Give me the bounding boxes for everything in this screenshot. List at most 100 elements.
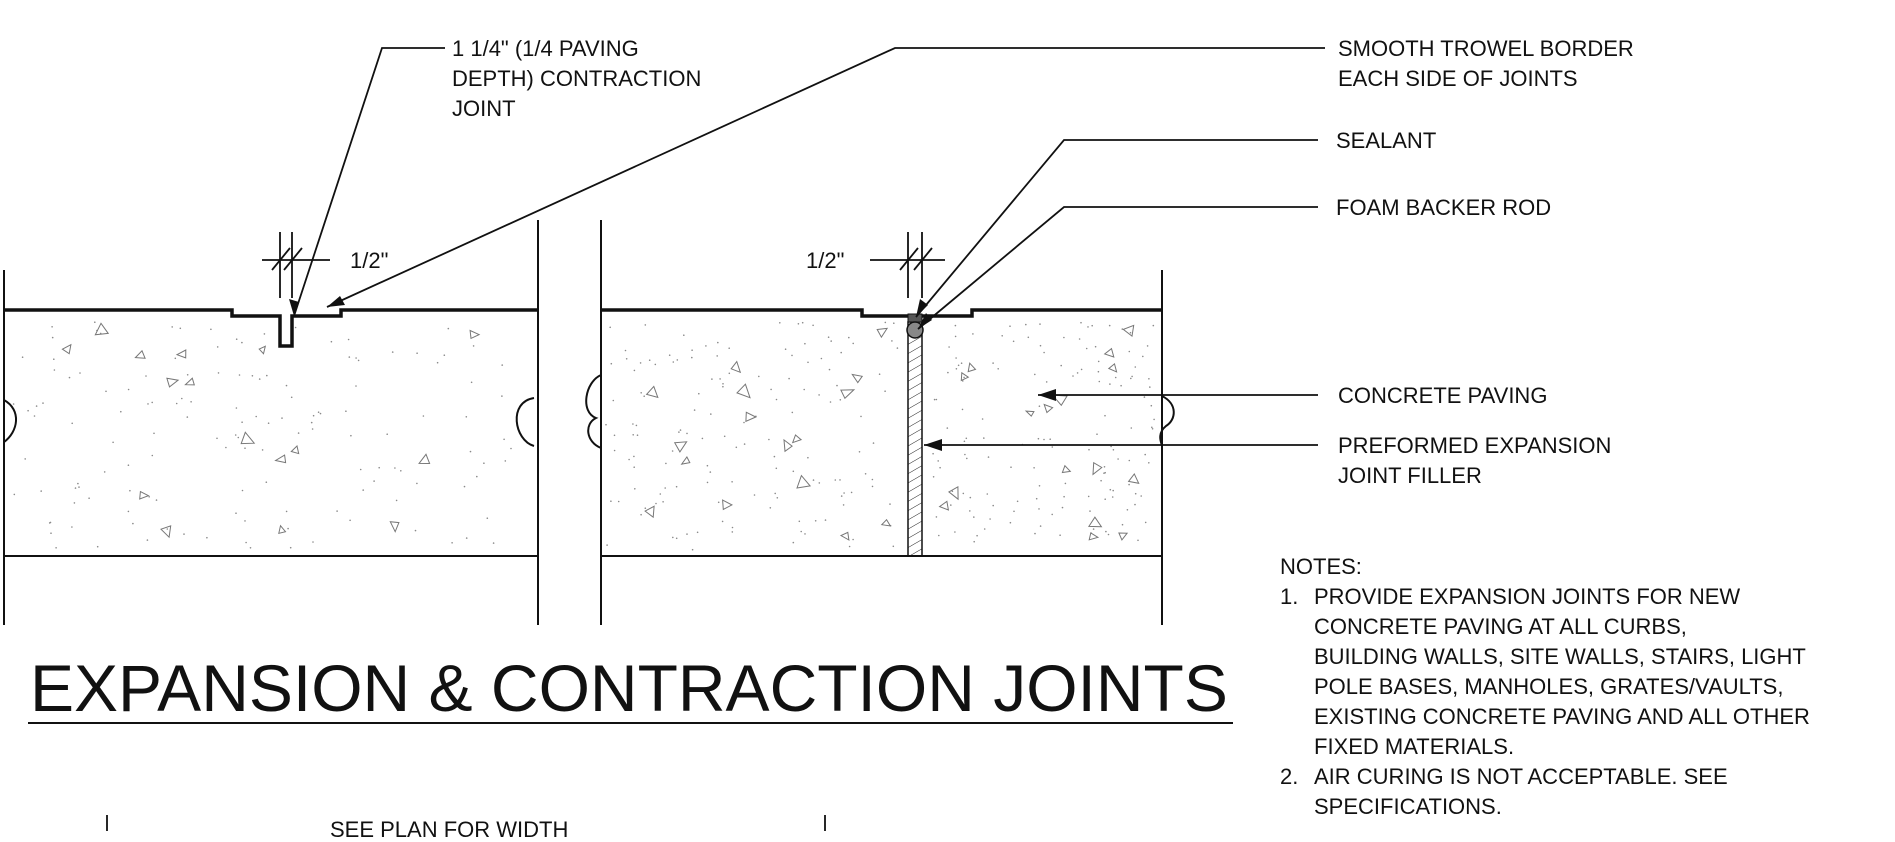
aggregate-stone — [1127, 472, 1140, 484]
aggregate-dot — [779, 322, 781, 324]
expansion-filler-callout: PREFORMED EXPANSION JOINT FILLER — [1338, 433, 1612, 488]
aggregate-dot — [1150, 404, 1153, 407]
aggregate-dot — [659, 493, 662, 495]
aggregate-dot — [955, 357, 957, 359]
aggregate-dot — [40, 490, 42, 492]
aggregate-dot — [217, 372, 220, 374]
aggregate-dot — [1151, 428, 1154, 430]
aggregate-dot — [312, 414, 315, 417]
partial-label: SEE PLAN FOR WIDTH — [330, 817, 569, 842]
aggregate-dot — [709, 471, 712, 473]
aggregate-dot — [1078, 338, 1081, 340]
aggregate-dot — [190, 401, 192, 403]
aggregate-dot — [839, 479, 841, 481]
aggregate-dot — [889, 503, 891, 505]
aggregate-dot — [1110, 445, 1112, 448]
aggregate-dot — [644, 324, 647, 326]
aggregate-dot — [310, 421, 313, 424]
aggregate-dot — [721, 520, 724, 523]
aggregate-stone — [1107, 363, 1118, 373]
aggregate-dot — [1059, 534, 1061, 536]
aggregate-dot — [1117, 458, 1119, 460]
aggregate-dot — [501, 364, 504, 366]
aggregate-dot — [503, 438, 505, 441]
aggregate-dot — [1130, 427, 1133, 429]
aggregate-dot — [735, 446, 738, 449]
aggregate-dot — [668, 354, 671, 357]
aggregate-dot — [1098, 380, 1101, 383]
aggregate-dot — [1051, 513, 1053, 516]
note-text: PROVIDE EXPANSION JOINTS FOR NEW CONCRET… — [1314, 584, 1810, 759]
aggregate-dot — [775, 398, 778, 401]
aggregate-dot — [151, 454, 154, 457]
aggregate-dot — [1134, 503, 1136, 506]
aggregate-dot — [234, 434, 237, 436]
aggregate-dot — [951, 490, 954, 493]
aggregate-dot — [719, 378, 721, 380]
aggregate-dot — [241, 341, 243, 344]
aggregate-dot — [235, 338, 238, 341]
aggregate-dot — [679, 429, 682, 431]
aggregate-dot — [636, 434, 639, 437]
aggregate-dot — [501, 395, 503, 397]
aggregate-dot — [281, 417, 283, 419]
aggregate-dot — [801, 321, 804, 324]
aggregate-dot — [937, 460, 939, 462]
aggregate-dot — [289, 546, 292, 549]
aggregate-dot — [770, 388, 772, 391]
aggregate-dot — [132, 522, 134, 525]
aggregate-dot — [932, 452, 934, 455]
aggregate-dot — [848, 336, 850, 339]
aggregate-dot — [27, 409, 29, 412]
aggregate-stone — [389, 521, 400, 533]
aggregate-dot — [824, 519, 827, 521]
aggregate-dot — [711, 378, 713, 380]
aggregate-dot — [804, 533, 806, 535]
aggregate-dot — [181, 397, 183, 400]
aggregate-dot — [986, 493, 989, 495]
aggregate-dot — [77, 482, 79, 485]
aggregate-dot — [1128, 459, 1131, 462]
aggregate-dot — [686, 432, 688, 435]
aggregate-dot — [946, 427, 949, 429]
aggregate-dot — [964, 453, 966, 456]
aggregate-dot — [633, 466, 635, 469]
aggregate-dot — [258, 378, 261, 380]
aggregate-dot — [186, 416, 189, 418]
aggregate-dot — [973, 540, 975, 543]
aggregate-stone — [680, 456, 691, 465]
aggregate-stone — [948, 485, 959, 501]
aggregate-dot — [1144, 453, 1146, 456]
aggregate-dot — [955, 368, 958, 370]
aggregate-dot — [1010, 466, 1012, 469]
aggregate-dot — [691, 548, 694, 551]
aggregate-dot — [347, 338, 350, 341]
aggregate-dot — [691, 356, 693, 359]
aggregate-dot — [73, 502, 76, 504]
aggregate-dot — [632, 434, 634, 436]
notes-heading: NOTES: — [1280, 554, 1362, 579]
aggregate-dot — [706, 481, 709, 484]
aggregate-dot — [829, 401, 832, 403]
aggregate-dot — [1087, 495, 1090, 498]
aggregate-dot — [818, 482, 821, 484]
concrete-paving-callout: CONCRETE PAVING — [1338, 383, 1548, 408]
aggregate-dot — [1111, 496, 1114, 498]
aggregate-dot — [1153, 418, 1155, 421]
aggregate-dot — [55, 547, 57, 549]
aggregate-dot — [791, 354, 793, 357]
aggregate-dot — [628, 458, 630, 461]
aggregate-dot — [1109, 383, 1111, 385]
aggregate-dot — [1112, 449, 1115, 451]
aggregate-dot — [947, 371, 949, 374]
aggregate-dot — [850, 491, 853, 494]
aggregate-dot — [357, 359, 360, 362]
aggregate-dot — [1027, 336, 1030, 339]
aggregate-dot — [443, 354, 446, 357]
aggregate-dot — [675, 485, 678, 488]
aggregate-dot — [355, 385, 357, 387]
aggregate-dot — [1076, 372, 1079, 374]
aggregate-dot — [1149, 386, 1151, 388]
aggregate-stone — [175, 349, 187, 359]
aggregate-dot — [348, 356, 351, 358]
